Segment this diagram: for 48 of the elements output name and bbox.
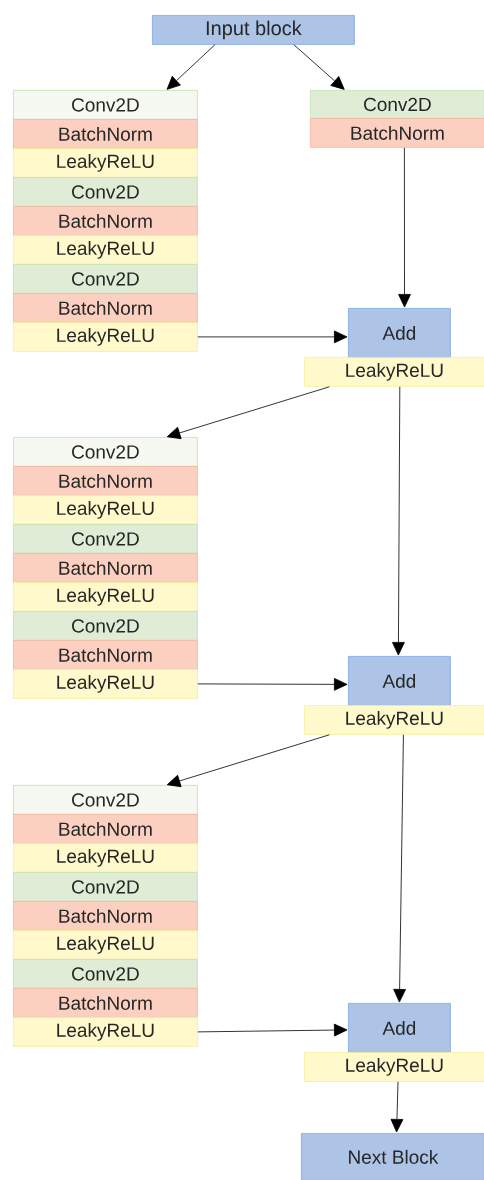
layer-box: LeakyReLU [304,1052,484,1082]
layer-box: Conv2D [13,872,198,902]
add-box: Add [348,1003,451,1053]
input-block-box: Input block [152,15,355,45]
layer-box: LeakyReLU [13,582,198,612]
layer-box: BatchNorm [13,640,198,670]
arrow [393,734,406,1003]
layer-box: BatchNorm [13,466,198,496]
layer-box: LeakyReLU [13,1017,198,1047]
layer-box: BatchNorm [13,119,198,149]
layer-box: Conv2D [13,785,198,815]
add-box: Add [348,656,451,706]
arrow [197,1023,348,1037]
layer-box: LeakyReLU [304,357,484,387]
layer-box: BatchNorm [13,293,198,323]
arrow [197,678,348,691]
layer-box: Conv2D [13,90,198,120]
add-box: Add [348,308,451,358]
arrow [293,44,345,90]
layer-box: LeakyReLU [13,235,198,265]
layer-box: BatchNorm [13,553,198,583]
layer-box: LeakyReLU [13,843,198,873]
layer-box: BatchNorm [13,814,198,844]
next-block-box: Next Block [301,1133,484,1180]
arrow [166,386,330,440]
layer-box: LeakyReLU [13,322,198,352]
arrow [197,330,348,344]
layer-box: Conv2D [13,959,198,989]
arrow [398,147,411,308]
layer-box: Conv2D [13,264,198,294]
layer-box: BatchNorm [310,118,484,148]
arrow [390,1081,404,1133]
arrow [392,386,405,656]
layer-box: LeakyReLU [13,495,198,525]
layer-box: Conv2D [13,437,198,467]
layer-box: LeakyReLU [13,669,198,699]
arrow [166,734,330,788]
layer-box: LeakyReLU [304,705,484,735]
layer-box: BatchNorm [13,988,198,1018]
layer-box: BatchNorm [13,901,198,931]
layer-box: Conv2D [310,90,484,119]
layer-box: Conv2D [13,524,198,554]
layer-box: LeakyReLU [13,148,198,178]
layer-box: BatchNorm [13,206,198,236]
arrow [166,44,216,90]
layer-box: Conv2D [13,177,198,207]
layer-box: LeakyReLU [13,930,198,960]
layer-box: Conv2D [13,611,198,641]
